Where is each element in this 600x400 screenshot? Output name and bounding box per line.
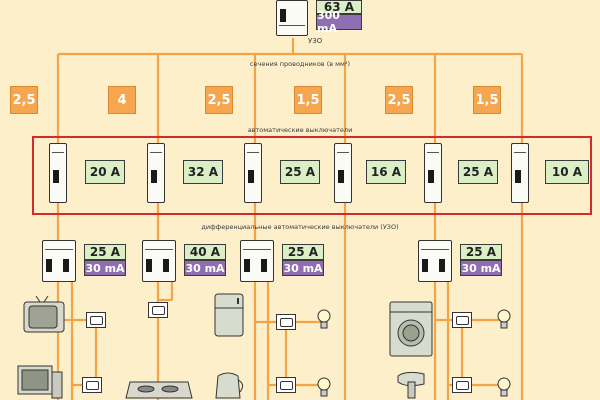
rcbo-module [418,240,452,282]
breaker-rating: 32 A [183,160,223,184]
cross-section-box: 2,5 [10,86,38,114]
main-rcd-module [276,0,308,36]
washing-machine-icon [389,301,433,357]
tv-icon [23,296,65,333]
light-bulb-icon [317,309,331,329]
rcbo-current: 25 A [460,244,502,260]
kettle-icon [215,372,244,399]
rcbo-leakage: 30 mA [282,260,324,276]
rcbo-leakage: 30 mA [84,260,126,276]
circuit-breaker-module [424,143,442,203]
socket-icon [276,314,296,330]
main-rcd-current: 63 A [316,0,362,14]
cross-section-box: 2,5 [385,86,413,114]
socket-icon [452,312,472,328]
caption-cross-sections: сечения проводников (в мм²) [249,60,351,68]
rcbo-current: 40 A [184,244,226,260]
rcbo-module [142,240,176,282]
socket-icon [82,377,102,393]
cross-section-box: 1,5 [473,86,501,114]
cooktop-icon [125,381,193,399]
circuit-breaker-module [334,143,352,203]
socket-icon [86,312,106,328]
breaker-rating: 25 A [280,160,320,184]
hair-dryer-icon [397,371,425,399]
light-bulb-icon [497,309,511,329]
main-rcd-label: УЗО [308,37,323,45]
circuit-breakers-highlight [32,136,592,215]
circuit-breaker-module [244,143,262,203]
rcbo-leakage: 30 mA [184,260,226,276]
cross-section-box: 1,5 [294,86,322,114]
circuit-breaker-module [147,143,165,203]
light-bulb-icon [497,377,511,397]
cross-section-box: 4 [108,86,136,114]
refrigerator-icon [214,293,244,337]
caption-rcbo: дифференциальные автоматические выключат… [201,223,399,231]
rcbo-leakage: 30 mA [460,260,502,276]
breaker-rating: 20 A [85,160,125,184]
breaker-rating: 10 A [545,160,589,184]
caption-circuit-breakers: автоматические выключатели [247,126,353,134]
socket-icon [148,302,168,318]
rcbo-current: 25 A [84,244,126,260]
socket-icon [452,377,472,393]
breaker-rating: 16 A [366,160,406,184]
computer-icon [17,365,63,399]
circuit-breaker-module [511,143,529,203]
rcbo-module [42,240,76,282]
main-rcd-leakage: 300 mA [316,9,362,35]
breaker-rating: 25 A [458,160,498,184]
circuit-breaker-module [49,143,67,203]
light-bulb-icon [317,377,331,397]
rcbo-module [240,240,274,282]
socket-icon [276,377,296,393]
rcbo-current: 25 A [282,244,324,260]
cross-section-box: 2,5 [205,86,233,114]
